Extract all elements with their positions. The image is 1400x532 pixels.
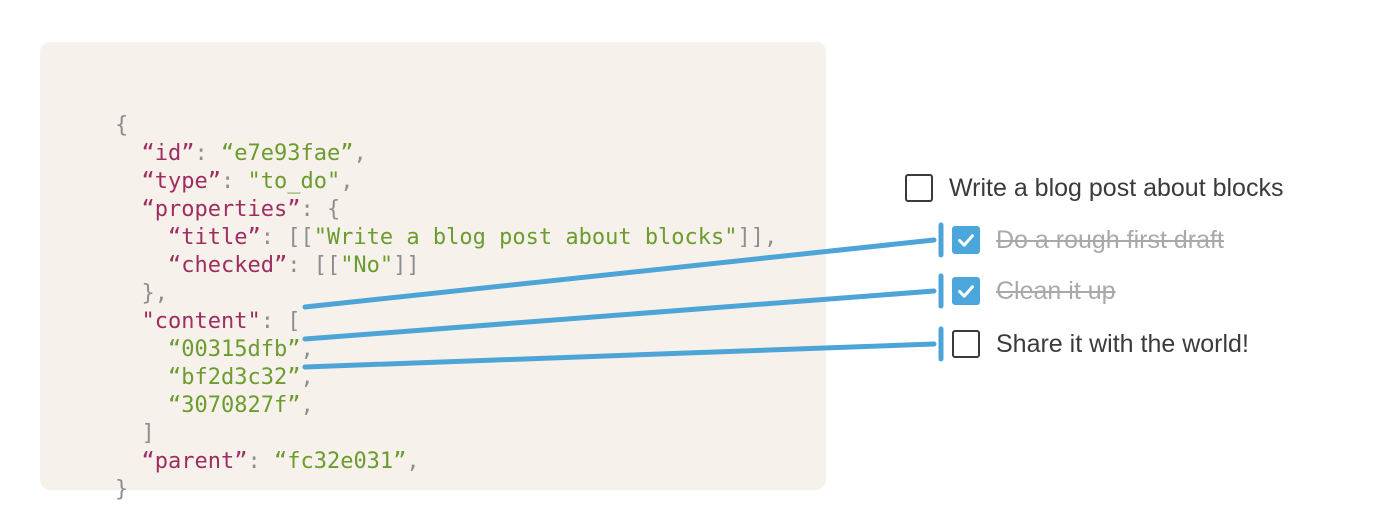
checkmark-icon <box>958 285 974 298</box>
todo-item[interactable]: Clean it up <box>952 277 1116 305</box>
checkbox-unchecked[interactable] <box>905 174 933 202</box>
checkmark-icon <box>958 234 974 247</box>
todo-item-label: Share it with the world! <box>996 329 1249 358</box>
todo-item-label: Do a rough first draft <box>996 225 1224 254</box>
todo-item[interactable]: Write a blog post about blocks <box>905 174 1283 202</box>
json-code: { “id”: “e7e93fae”, “type”: "to_do", “pr… <box>115 113 778 502</box>
json-code-panel: { “id”: “e7e93fae”, “type”: "to_do", “pr… <box>40 42 826 502</box>
todo-item[interactable]: Share it with the world! <box>952 330 1249 358</box>
todo-item-label: Clean it up <box>996 276 1116 305</box>
checkbox-checked[interactable] <box>952 277 980 305</box>
checkbox-checked[interactable] <box>952 226 980 254</box>
todo-item[interactable]: Do a rough first draft <box>952 226 1224 254</box>
todo-item-label: Write a blog post about blocks <box>949 173 1284 202</box>
checkbox-unchecked[interactable] <box>952 330 980 358</box>
